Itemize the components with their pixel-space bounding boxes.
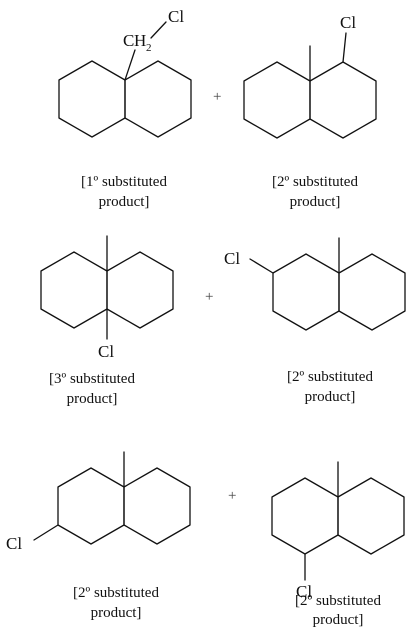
label-line-2: product] [290, 194, 341, 210]
plus-sign: + [213, 89, 221, 105]
ring-left [243, 61, 311, 139]
ring-right [123, 467, 191, 545]
bond-ch2 [124, 49, 136, 81]
label-tertiary-product: [3º substituted product] [49, 371, 135, 407]
label-line-2: product] [305, 389, 356, 405]
ring-left [272, 253, 340, 331]
bond-cl [342, 32, 347, 63]
label-line-1: [1º substituted [81, 174, 167, 190]
label-line-2: product] [99, 194, 150, 210]
structure-primary-product: C H 2 Cl [58, 7, 192, 138]
ring-right [338, 253, 406, 331]
structure-tertiary-product: Cl [40, 235, 174, 361]
structure-secondary-product-a: Cl [243, 13, 377, 139]
atom-subscript: 2 [146, 42, 152, 54]
label-line-1: [2º substituted [295, 593, 381, 609]
ring-left [58, 60, 126, 138]
plus-sign: + [205, 289, 213, 305]
atom-hydrogen: H [134, 31, 146, 50]
atom-carbon: C [123, 31, 134, 50]
bond-cl [249, 258, 274, 274]
structure-secondary-product-d: Cl [271, 461, 405, 601]
label-line-1: [2º substituted [272, 174, 358, 190]
label-line-1: [2º substituted [73, 585, 159, 601]
atom-chlorine: Cl [6, 534, 22, 553]
ring-right [106, 251, 174, 329]
ring-left [271, 477, 339, 555]
ring-right [337, 477, 405, 555]
label-primary-product: [1º substituted product] [81, 174, 167, 210]
label-line-2: product] [313, 612, 364, 628]
label-secondary-product-b: [2º substituted product] [287, 369, 373, 405]
label-line-1: [2º substituted [287, 369, 373, 385]
structure-secondary-product-b: Cl [224, 237, 406, 331]
ring-right [309, 61, 377, 139]
label-secondary-product-c: [2º substituted product] [73, 585, 159, 621]
atom-chlorine: Cl [98, 342, 114, 361]
atom-chlorine: Cl [296, 582, 312, 601]
label-secondary-product-a: [2º substituted product] [272, 174, 358, 210]
bond-cl [33, 524, 59, 541]
label-secondary-product-d: [2º substituted product] [295, 593, 381, 628]
label-line-1: [3º substituted [49, 371, 135, 387]
label-line-2: product] [91, 605, 142, 621]
label-line-2: product] [67, 391, 118, 407]
ring-right [124, 60, 192, 138]
atom-chlorine: Cl [224, 249, 240, 268]
bond-cl [150, 21, 167, 39]
atom-chlorine: Cl [340, 13, 356, 32]
ring-left [57, 467, 125, 545]
atom-chlorine: Cl [168, 7, 184, 26]
structure-secondary-product-c: Cl [6, 451, 191, 553]
ring-left [40, 251, 108, 329]
plus-sign: + [228, 488, 236, 504]
